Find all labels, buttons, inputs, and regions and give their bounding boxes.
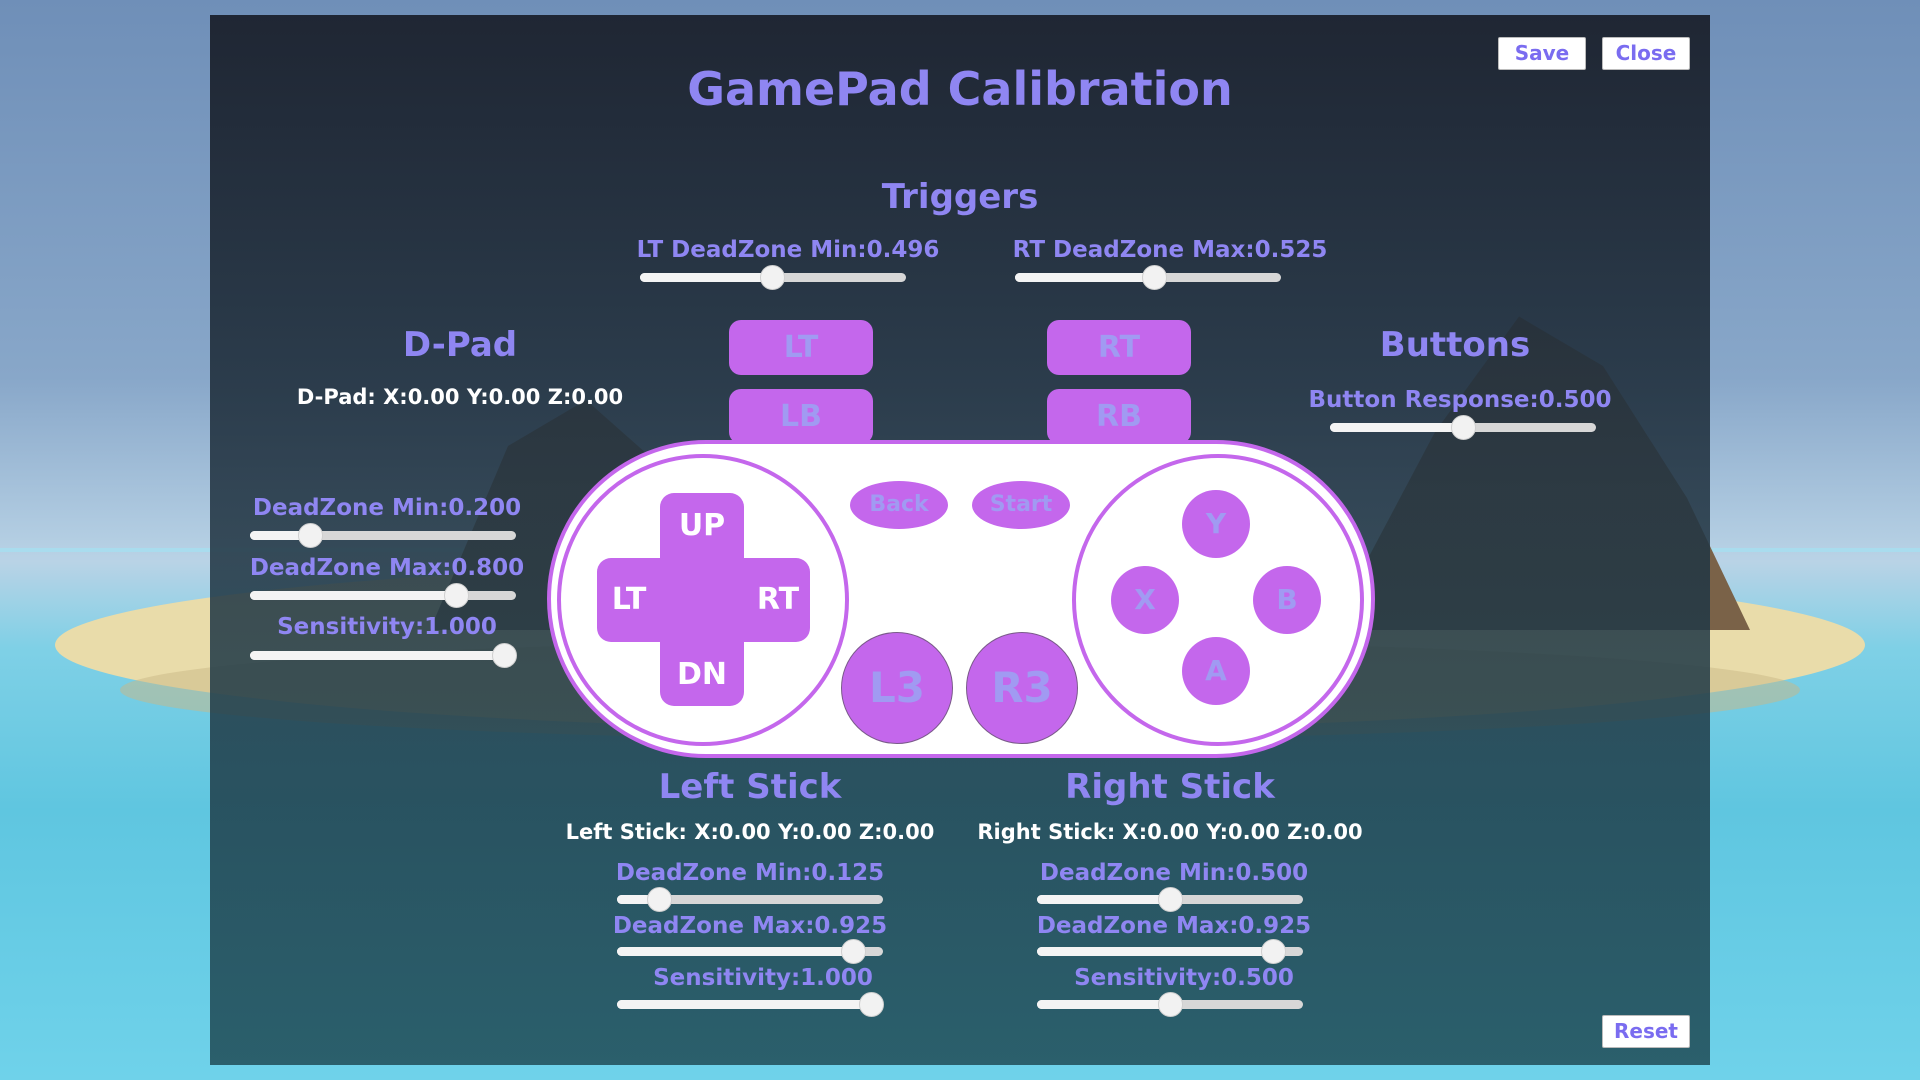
slider-fill [1037, 1000, 1170, 1009]
dpad-up-button[interactable]: UP [678, 508, 726, 543]
dpad-deadzone-min-label: DeadZone Min:0.200 [252, 495, 522, 521]
right-stick-deadzone-max-slider[interactable] [1037, 936, 1303, 966]
dpad-horizontal [597, 558, 810, 642]
dpad-ring [557, 454, 849, 746]
left-stick-deadzone-min-label: DeadZone Min:0.125 [615, 860, 885, 886]
right-stick-deadzone-min-label: DeadZone Min:0.500 [1039, 860, 1309, 886]
right-stick-sensitivity-label: Sensitivity:0.500 [1074, 965, 1294, 991]
slider-thumb[interactable] [859, 992, 884, 1017]
r3-button[interactable]: R3 [966, 632, 1078, 744]
lb-shoulder-button[interactable]: LB [729, 389, 873, 444]
slider-thumb[interactable] [298, 523, 324, 548]
rt-deadzone-label: RT DeadZone Max:0.525 [1012, 237, 1328, 263]
slider-fill [1037, 895, 1170, 904]
dpad-deadzone-min-slider[interactable] [250, 520, 516, 550]
a-button[interactable]: A [1182, 637, 1250, 705]
left-stick-sensitivity-slider[interactable] [617, 989, 884, 1019]
slider-thumb[interactable] [443, 583, 469, 608]
slider-thumb[interactable] [1451, 415, 1476, 440]
slider-fill [1015, 273, 1155, 282]
dpad-deadzone-max-label: DeadZone Max:0.800 [249, 555, 525, 581]
slider-fill [1037, 947, 1284, 956]
dpad-down-button[interactable]: DN [676, 657, 727, 692]
save-button[interactable]: Save [1498, 37, 1586, 70]
right-stick-readout: Right Stick: X:0.00 Y:0.00 Z:0.00 [977, 820, 1363, 844]
buttons-title: Buttons [1379, 325, 1531, 365]
dpad-right-button[interactable]: RT [756, 582, 800, 617]
dpad-deadzone-max-slider[interactable] [250, 580, 516, 610]
slider-thumb[interactable] [840, 939, 866, 964]
y-button[interactable]: Y [1182, 490, 1250, 558]
left-stick-deadzone-max-label: DeadZone Max:0.925 [612, 913, 888, 939]
page-title: GamePad Calibration [687, 62, 1233, 116]
reset-button[interactable]: Reset [1602, 1015, 1690, 1048]
slider-fill [617, 1000, 883, 1009]
rt-deadzone-slider[interactable] [1015, 262, 1281, 292]
slider-thumb[interactable] [1158, 887, 1183, 912]
dpad-readout: D-Pad: X:0.00 Y:0.00 Z:0.00 [296, 385, 624, 409]
face-buttons-ring [1072, 454, 1364, 746]
slider-track [617, 895, 883, 904]
slider-thumb[interactable] [1260, 939, 1286, 964]
l3-button[interactable]: L3 [841, 632, 953, 744]
slider-thumb[interactable] [1142, 265, 1168, 290]
slider-track [250, 531, 516, 540]
left-stick-readout: Left Stick: X:0.00 Y:0.00 Z:0.00 [565, 820, 935, 844]
slider-fill [250, 531, 304, 540]
close-button[interactable]: Close [1602, 37, 1690, 70]
left-stick-deadzone-min-slider[interactable] [617, 884, 883, 914]
button-response-slider[interactable] [1330, 412, 1596, 442]
slider-fill [617, 895, 651, 904]
slider-fill [1330, 423, 1463, 432]
slider-fill [617, 947, 864, 956]
b-button[interactable]: B [1253, 566, 1321, 634]
triggers-title: Triggers [881, 177, 1039, 217]
slider-fill [250, 651, 516, 660]
lt-deadzone-label: LT DeadZone Min:0.496 [636, 237, 940, 263]
lt-shoulder-button[interactable]: LT [729, 320, 873, 375]
slider-thumb[interactable] [647, 887, 673, 912]
right-stick-title: Right Stick [1065, 767, 1275, 807]
right-stick-sensitivity-slider[interactable] [1037, 989, 1303, 1019]
slider-fill [640, 273, 772, 282]
x-button[interactable]: X [1111, 566, 1179, 634]
button-response-label: Button Response:0.500 [1308, 387, 1612, 413]
dpad-left-button[interactable]: LT [611, 582, 647, 617]
rt-shoulder-button[interactable]: RT [1047, 320, 1191, 375]
slider-thumb[interactable] [492, 643, 517, 668]
dpad-sensitivity-label: Sensitivity:1.000 [277, 614, 497, 640]
left-stick-sensitivity-label: Sensitivity:1.000 [653, 965, 873, 991]
slider-thumb[interactable] [1158, 992, 1183, 1017]
left-stick-deadzone-max-slider[interactable] [617, 936, 883, 966]
right-stick-deadzone-max-label: DeadZone Max:0.925 [1036, 913, 1312, 939]
rb-shoulder-button[interactable]: RB [1047, 389, 1191, 444]
slider-thumb[interactable] [760, 265, 786, 290]
lt-deadzone-slider[interactable] [640, 262, 906, 292]
left-stick-title: Left Stick [658, 767, 842, 807]
dpad-sensitivity-slider[interactable] [250, 640, 517, 670]
back-button[interactable]: Back [850, 481, 948, 529]
right-stick-deadzone-min-slider[interactable] [1037, 884, 1303, 914]
slider-fill [250, 591, 463, 600]
start-button[interactable]: Start [972, 481, 1070, 529]
dpad-title: D-Pad [402, 325, 518, 365]
